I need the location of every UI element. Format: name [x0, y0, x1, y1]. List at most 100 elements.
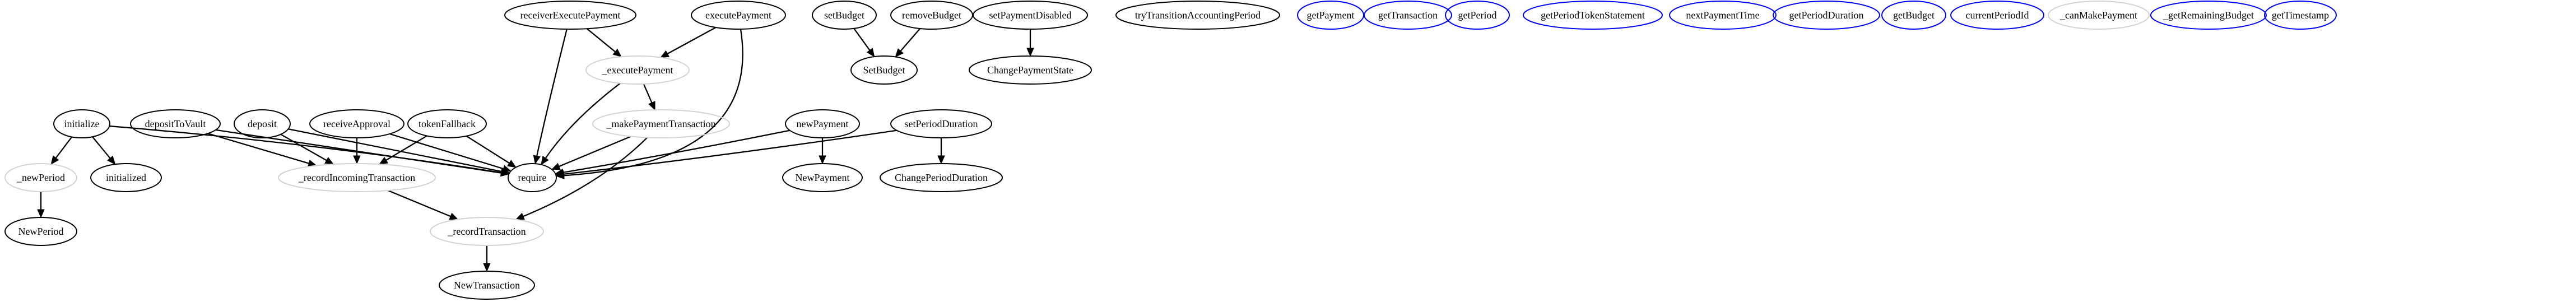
- edge-_makePaymentTransaction-to-require: [551, 136, 631, 170]
- node-setPaymentDisabled[interactable]: setPaymentDisabled: [973, 1, 1088, 30]
- node-label: getPeriod: [1458, 10, 1497, 21]
- node-executePayment[interactable]: executePayment: [691, 1, 786, 30]
- node-label: ChangePaymentState: [987, 64, 1073, 76]
- node-getPayment[interactable]: getPayment: [1297, 1, 1364, 30]
- node-label: executePayment: [705, 10, 771, 21]
- node-label: tokenFallback: [419, 118, 476, 129]
- node-ellipse: [1881, 1, 1946, 30]
- node-ellipse: [309, 109, 404, 138]
- node-initialize[interactable]: initialize: [53, 109, 110, 138]
- arrowhead: [659, 50, 670, 58]
- node-getTransaction[interactable]: getTransaction: [1364, 1, 1452, 30]
- node-label: getTransaction: [1378, 10, 1438, 21]
- node-NewPeriod[interactable]: NewPeriod: [4, 217, 77, 246]
- node-NewPayment[interactable]: NewPayment: [782, 163, 863, 192]
- edge-line: [900, 28, 921, 52]
- arrowhead: [37, 209, 45, 219]
- edge-line: [564, 29, 743, 176]
- edge-line: [643, 83, 653, 103]
- node-getPeriodTokenStatement[interactable]: getPeriodTokenStatement: [1523, 1, 1663, 30]
- node-label: getPeriodDuration: [1789, 10, 1864, 21]
- node-label: receiverExecutePayment: [520, 10, 621, 21]
- node-tokenFallback[interactable]: tokenFallback: [407, 109, 487, 138]
- node-receiveApproval[interactable]: receiveApproval: [309, 109, 404, 138]
- edge-line: [388, 189, 451, 217]
- node-ellipse: [880, 163, 1003, 192]
- node-ellipse: [278, 163, 436, 192]
- edge-line: [280, 133, 327, 161]
- node-setBudget[interactable]: setBudget: [812, 1, 877, 30]
- arrowhead: [50, 155, 59, 165]
- node-getPeriod[interactable]: getPeriod: [1445, 1, 1510, 30]
- node-ellipse: [1669, 1, 1777, 30]
- node-_executePayment[interactable]: _executePayment: [585, 55, 690, 85]
- node-label: receiveApproval: [323, 118, 390, 129]
- node-SetBudget[interactable]: SetBudget: [850, 55, 918, 85]
- edge-line: [55, 136, 73, 159]
- node-ChangePaymentState[interactable]: ChangePaymentState: [969, 55, 1092, 85]
- node-require[interactable]: require: [508, 163, 557, 192]
- node-initialized[interactable]: initialized: [90, 163, 162, 192]
- node-receiverExecutePayment[interactable]: receiverExecutePayment: [504, 1, 636, 30]
- arrowhead: [1026, 48, 1034, 57]
- node-ellipse: [969, 55, 1092, 85]
- node-label: getTimestamp: [2272, 10, 2329, 21]
- node-label: setPaymentDisabled: [989, 10, 1072, 21]
- edge-line: [207, 133, 309, 164]
- node-currentPeriodId[interactable]: currentPeriodId: [1950, 1, 2044, 30]
- node-getPeriodDuration[interactable]: getPeriodDuration: [1773, 1, 1880, 30]
- node-ellipse: [1523, 1, 1663, 30]
- node-tryTransitionAccountingPeriod[interactable]: tryTransitionAccountingPeriod: [1115, 1, 1280, 30]
- node-label: removeBudget: [902, 10, 961, 21]
- node-nextPaymentTime[interactable]: nextPaymentTime: [1669, 1, 1777, 30]
- node-_newPeriod[interactable]: _newPeriod: [4, 163, 77, 192]
- edge-receiveApproval-to-_recordIncomingTransaction: [353, 138, 361, 165]
- edge-line: [536, 29, 568, 156]
- node-_canMakePayment[interactable]: _canMakePayment: [2048, 1, 2150, 30]
- node-ellipse: [585, 55, 690, 85]
- node-depositToVault[interactable]: depositToVault: [130, 109, 221, 138]
- edge-line: [385, 135, 427, 161]
- node-ellipse: [4, 163, 77, 192]
- edge-_recordIncomingTransaction-to-_recordTransaction: [388, 189, 459, 220]
- node-label: NewTransaction: [454, 280, 520, 291]
- node-newPayment[interactable]: newPayment: [785, 109, 860, 138]
- edge-_makePaymentTransaction-to-_recordTransaction: [515, 137, 648, 220]
- arrowhead: [937, 155, 945, 165]
- arrowhead: [895, 48, 904, 58]
- edge-line: [109, 125, 501, 174]
- node-ellipse: [430, 217, 544, 246]
- node-setPeriodDuration[interactable]: setPeriodDuration: [890, 109, 992, 138]
- node-ellipse: [782, 163, 863, 192]
- edge-tokenFallback-to-_recordIncomingTransaction: [379, 135, 427, 165]
- node-ellipse: [1445, 1, 1510, 30]
- edge-initialize-to-_newPeriod: [50, 136, 73, 165]
- node-label: setPeriodDuration: [905, 118, 978, 129]
- edge-executePayment-to-_executePayment: [659, 26, 717, 58]
- node-ellipse: [130, 109, 221, 138]
- node-ellipse: [691, 1, 786, 30]
- node-_getRemainingBudget[interactable]: _getRemainingBudget: [2150, 1, 2267, 30]
- node-ellipse: [785, 109, 860, 138]
- edge-_executePayment-to-_makePaymentTransaction: [643, 83, 655, 111]
- node-_recordTransaction[interactable]: _recordTransaction: [430, 217, 544, 246]
- node-ellipse: [812, 1, 877, 30]
- edge-deposit-to-_recordIncomingTransaction: [280, 133, 334, 165]
- arrowhead: [648, 101, 655, 111]
- node-deposit[interactable]: deposit: [234, 109, 291, 138]
- node-removeBudget[interactable]: removeBudget: [890, 1, 973, 30]
- node-ellipse: [890, 109, 992, 138]
- arrowhead: [324, 157, 334, 165]
- node-ellipse: [2264, 1, 2337, 30]
- node-getBudget[interactable]: getBudget: [1881, 1, 1946, 30]
- node-ellipse: [1950, 1, 2044, 30]
- node-_recordIncomingTransaction[interactable]: _recordIncomingTransaction: [278, 163, 436, 192]
- node-getTimestamp[interactable]: getTimestamp: [2264, 1, 2337, 30]
- node-ellipse: [973, 1, 1088, 30]
- node-NewTransaction[interactable]: NewTransaction: [439, 271, 535, 300]
- node-ChangePeriodDuration[interactable]: ChangePeriodDuration: [880, 163, 1003, 192]
- node-label: _recordIncomingTransaction: [298, 172, 415, 183]
- arrowhead: [541, 156, 549, 165]
- node-label: _newPeriod: [16, 172, 65, 183]
- node-_makePaymentTransaction[interactable]: _makePaymentTransaction: [592, 109, 730, 138]
